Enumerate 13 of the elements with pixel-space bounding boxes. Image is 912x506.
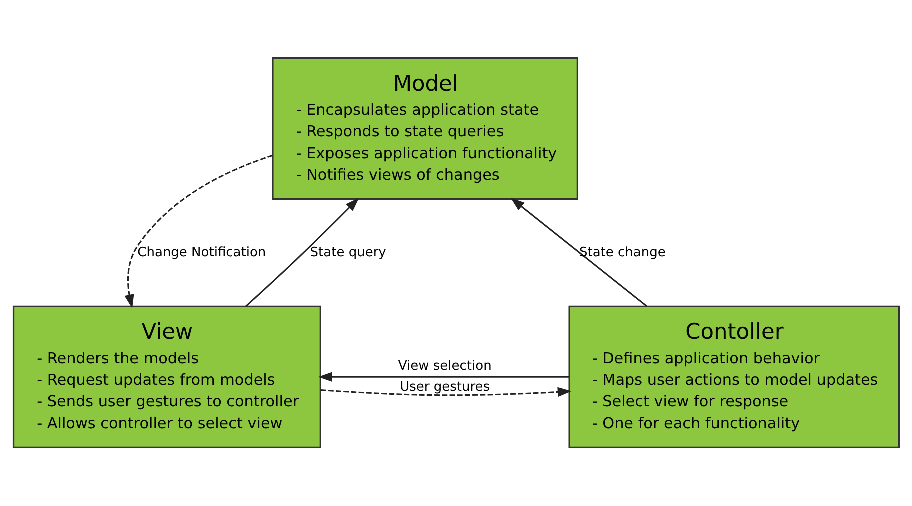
edge-label: User gestures bbox=[400, 380, 490, 395]
node-box: Contoller - Defines application behavior - Maps user actions to model updates - Select view for response - One for each functionality bbox=[568, 306, 900, 448]
edge-label: State change bbox=[579, 245, 666, 260]
edge-label: State query bbox=[310, 245, 386, 260]
edge-label: Change Notification bbox=[137, 245, 266, 260]
arrow bbox=[320, 387, 572, 398]
arrow bbox=[245, 198, 359, 308]
arrow bbox=[124, 154, 273, 309]
arrow bbox=[318, 372, 569, 382]
node-box: Model - Encapsulates application state - Responds to state queries - Exposes application functionality - Notifies views of changes bbox=[272, 58, 578, 200]
edge-label: View selection bbox=[398, 359, 492, 374]
arrow bbox=[510, 198, 647, 307]
node-box: View - Renders the models - Request updates from models - Sends user gestures to controller - Allows controller to select view bbox=[12, 306, 321, 448]
